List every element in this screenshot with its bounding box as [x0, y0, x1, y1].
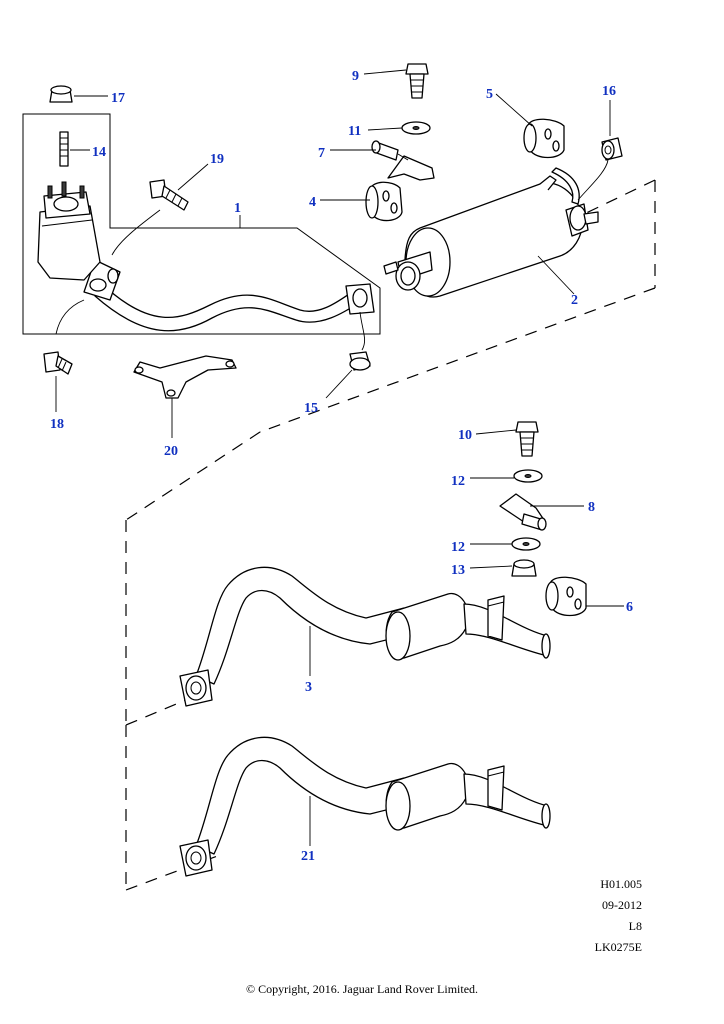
- callout-labels: 1 2 3 4 5 6 7 8 9 10 11 12 12 13 14 15 1…: [50, 69, 633, 864]
- callout-15: 15: [304, 401, 318, 416]
- mounting-rubber-4: [320, 181, 403, 222]
- reference-level: L8: [628, 919, 642, 933]
- hanger-bracket-8: [499, 493, 584, 531]
- stud-14: [59, 131, 90, 167]
- reference-code: H01.005: [600, 877, 642, 891]
- hanger-bracket-7: [330, 140, 435, 181]
- copyright-notice: © Copyright, 2016. Jaguar Land Rover Lim…: [245, 982, 479, 996]
- assembly-leaders: [55, 159, 609, 351]
- reference-drawing-number: LK0275E: [594, 940, 642, 954]
- bracket-20: [133, 355, 237, 438]
- callout-17: 17: [111, 91, 125, 106]
- reference-date: 09-2012: [602, 898, 642, 912]
- washer-12-upper: [470, 469, 543, 483]
- callout-13: 13: [451, 563, 465, 578]
- callout-7: 7: [318, 146, 325, 161]
- intermediate-pipe-21: [179, 736, 551, 877]
- bolt-19: [149, 163, 209, 211]
- nut-16: [601, 100, 623, 161]
- callout-16: 16: [602, 84, 616, 99]
- nut-13: [469, 559, 537, 577]
- mounting-rubber-6: [545, 576, 624, 617]
- callout-1: 1: [234, 201, 241, 216]
- intermediate-pipe-3: [179, 566, 551, 707]
- callout-9: 9: [352, 69, 359, 84]
- callout-8: 8: [588, 500, 595, 515]
- callout-5: 5: [486, 87, 493, 102]
- callout-14: 14: [92, 145, 106, 160]
- callout-18: 18: [50, 417, 64, 432]
- callout-2: 2: [571, 293, 578, 308]
- callout-12-upper: 12: [451, 474, 465, 489]
- front-pipe-catalyst: [37, 181, 375, 332]
- callout-12-lower: 12: [451, 540, 465, 555]
- part-1-bracket: [22, 113, 381, 335]
- callout-11: 11: [348, 124, 361, 139]
- callout-10: 10: [458, 428, 472, 443]
- callout-21: 21: [301, 849, 315, 864]
- dashed-boundary: [125, 179, 656, 891]
- washer-12-lower: [470, 537, 541, 551]
- callout-4: 4: [309, 195, 316, 210]
- callout-3: 3: [305, 680, 312, 695]
- bolt-9: [363, 63, 429, 99]
- nut-17: [49, 85, 108, 103]
- callout-19: 19: [210, 152, 224, 167]
- mounting-rubber-5: [495, 93, 565, 159]
- bolt-18: [43, 351, 73, 412]
- callout-6: 6: [626, 600, 633, 615]
- bolt-10: [475, 421, 539, 457]
- washer-11: [367, 121, 431, 135]
- callout-20: 20: [164, 444, 178, 459]
- rear-silencer: [383, 167, 599, 298]
- flange-nut-15: [325, 351, 371, 399]
